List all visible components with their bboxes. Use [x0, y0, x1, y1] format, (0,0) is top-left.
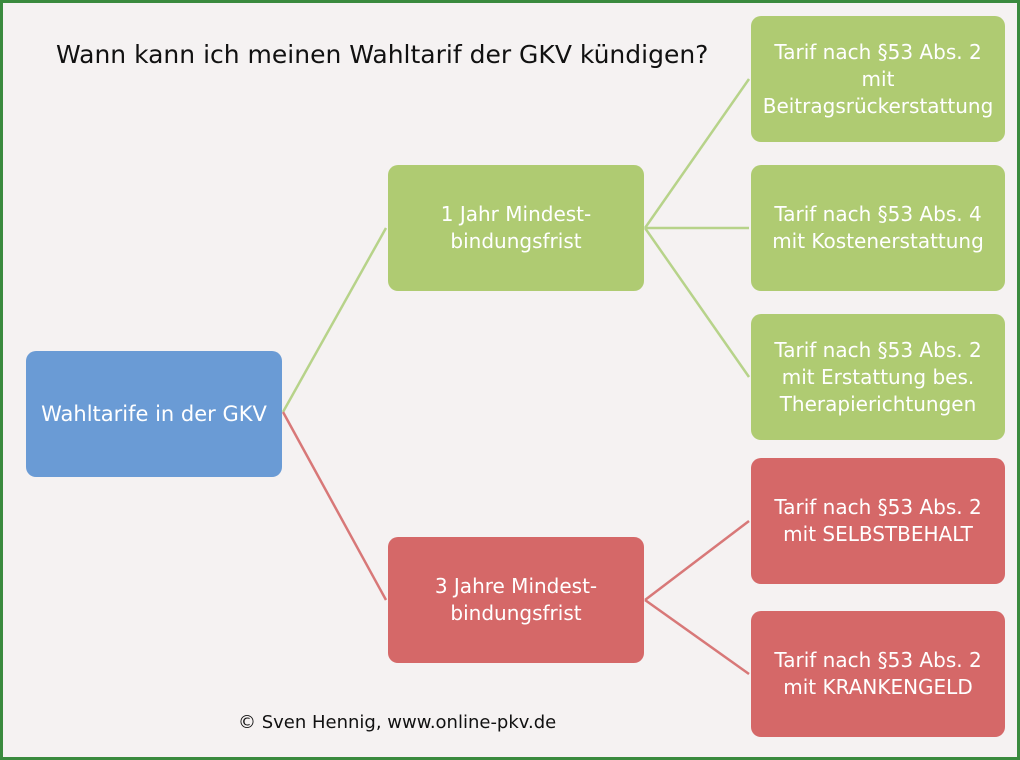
- root-node: Wahltarife in der GKV: [26, 351, 282, 477]
- connector-branch-2-leaf-1: [644, 520, 750, 601]
- root-node-label: Wahltarife in der GKV: [41, 401, 267, 426]
- leaf-node-selbstbehalt: Tarif nach §53 Abs. 2 mit SELBSTBEHALT: [751, 458, 1005, 584]
- connector-root-branch-1: [281, 227, 388, 413]
- connector-branch-1-leaf-3: [643, 227, 751, 378]
- branch-node-3-years: 3 Jahre Mindest- bindungsfrist: [388, 537, 644, 663]
- connector-branch-1-leaf-1: [643, 78, 751, 229]
- branch-node-label: 1 Jahr Mindest- bindungsfrist: [440, 202, 592, 253]
- leaf-node-label: Tarif nach §53 Abs. 4 mit Kostenerstattu…: [772, 202, 984, 253]
- branch-node-label: 3 Jahre Mindest- bindungsfrist: [434, 574, 598, 625]
- branch-node-1-year: 1 Jahr Mindest- bindungsfrist: [388, 165, 644, 291]
- leaf-node-beitragsrueckerstattung: Tarif nach §53 Abs. 2 mit Beitragsrücker…: [751, 16, 1005, 142]
- leaf-node-label: Tarif nach §53 Abs. 2 mit KRANKENGELD: [774, 648, 982, 699]
- leaf-node-therapierichtungen: Tarif nach §53 Abs. 2 mit Erstattung bes…: [751, 314, 1005, 440]
- connector-root-branch-2: [281, 411, 388, 601]
- connector-branch-2-leaf-2: [644, 598, 750, 676]
- leaf-node-label: Tarif nach §53 Abs. 2 mit Erstattung bes…: [774, 337, 982, 416]
- page-title: Wann kann ich meinen Wahltarif der GKV k…: [56, 40, 709, 69]
- leaf-node-label: Tarif nach §53 Abs. 2 mit SELBSTBEHALT: [774, 495, 982, 546]
- leaf-node-kostenerstattung: Tarif nach §53 Abs. 4 mit Kostenerstattu…: [751, 165, 1005, 291]
- copyright-footer: © Sven Hennig, www.online-pkv.de: [238, 712, 557, 733]
- leaf-node-krankengeld: Tarif nach §53 Abs. 2 mit KRANKENGELD: [751, 611, 1005, 737]
- leaf-node-label: Tarif nach §53 Abs. 2 mit Beitragsrücker…: [762, 39, 994, 118]
